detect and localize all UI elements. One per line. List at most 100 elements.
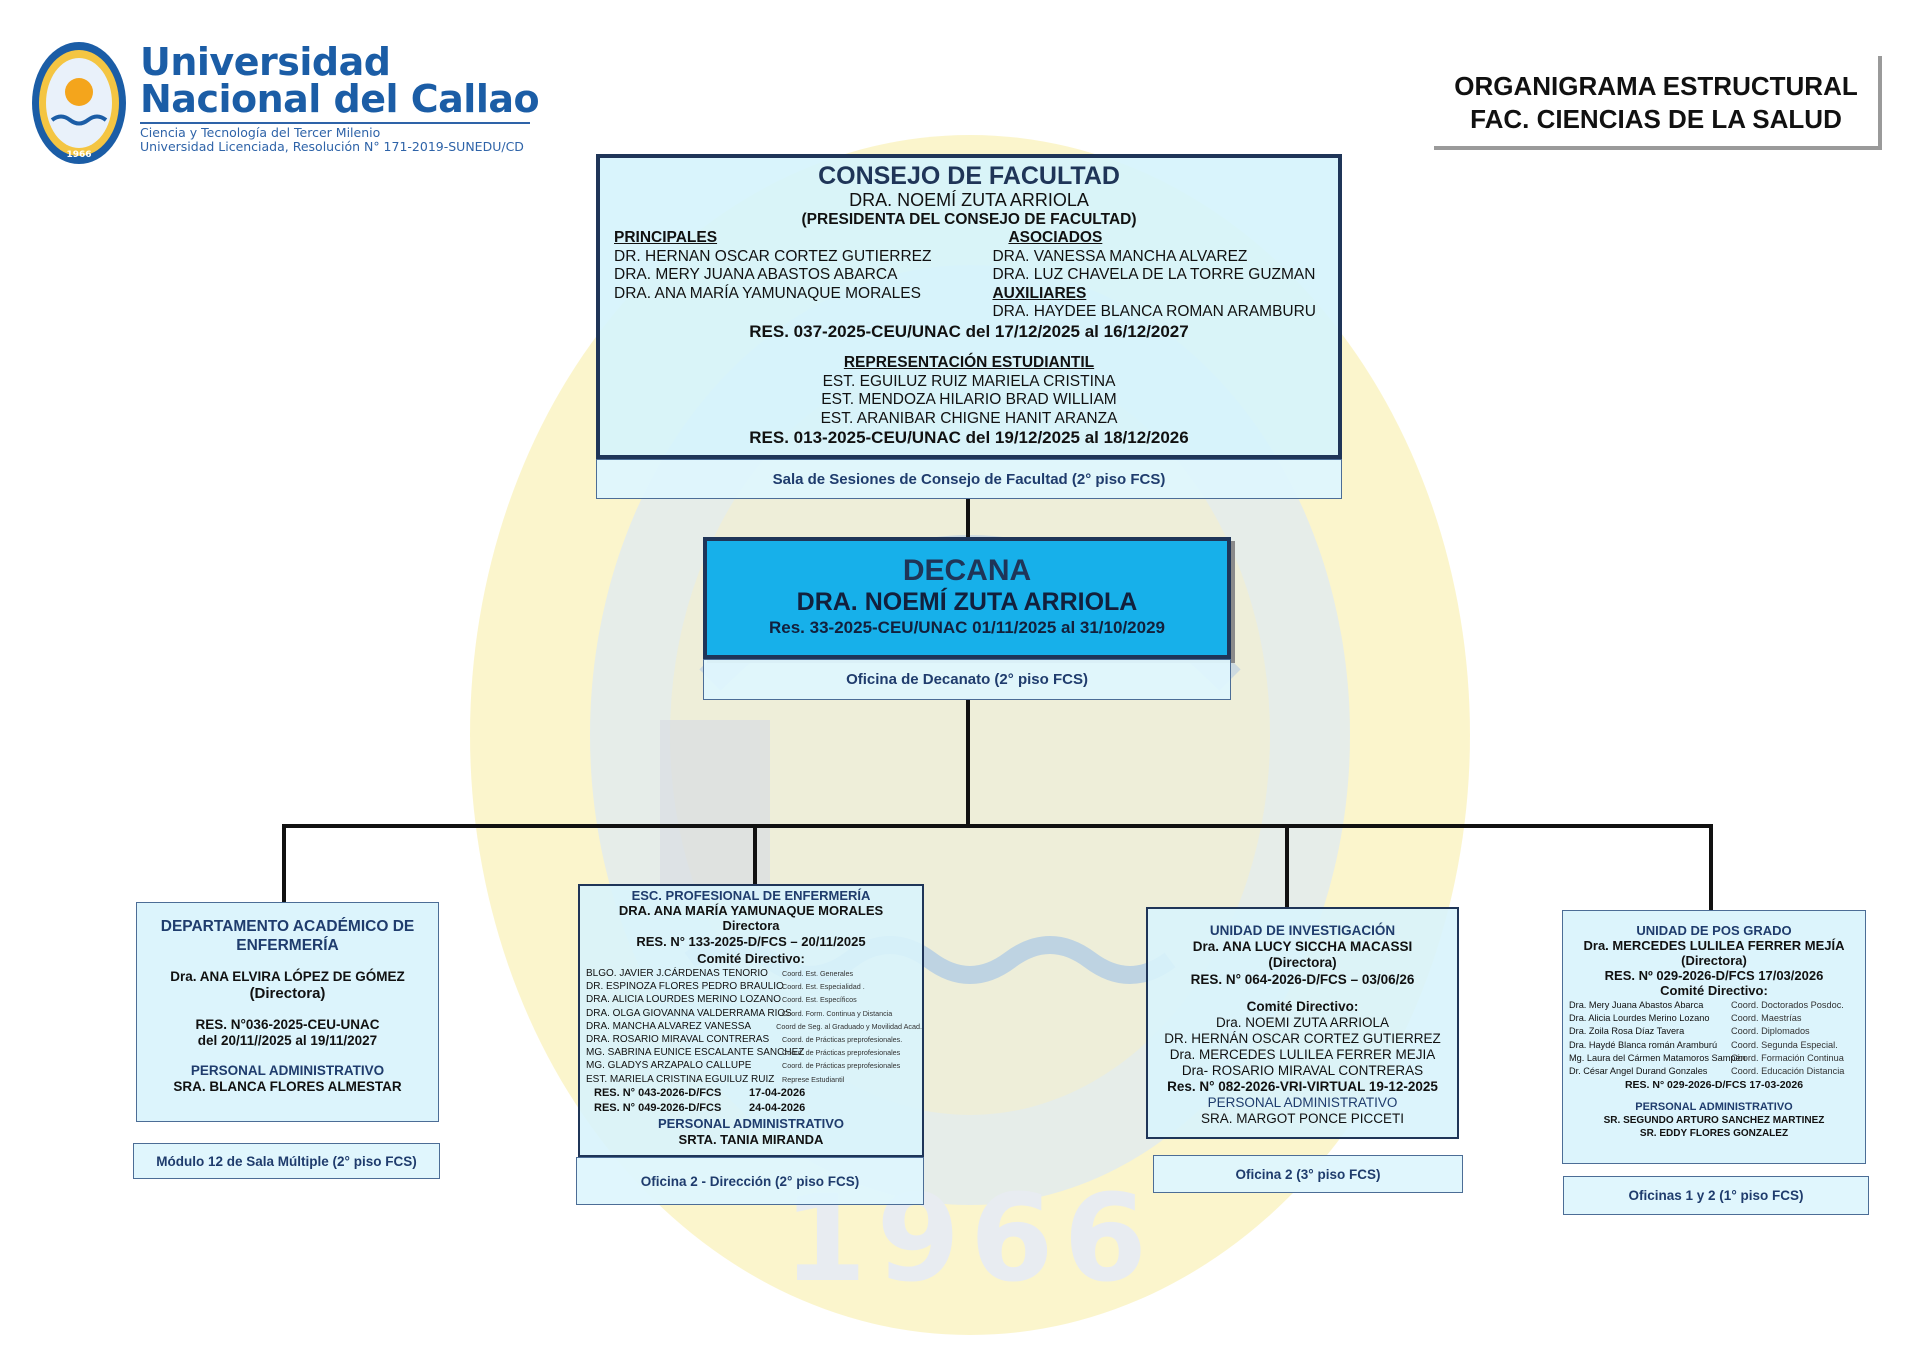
departamento-title-line2: ENFERMERÍA	[236, 937, 339, 954]
escuela-res2-code: RES. N° 049-2026-D/FCS	[594, 1101, 722, 1114]
investigacion-resolution: RES. N° 064-2026-D/FCS – 03/06/26	[1190, 972, 1415, 987]
committee-member-name: MG. GLADYS ARZAPALO CALLUPE	[586, 1060, 752, 1072]
committee-member-role: Coord. Est. Generales	[782, 969, 854, 978]
student-rep: EST. ARANIBAR CHIGNE HANIT ARANZA	[820, 409, 1118, 427]
page-title: ORGANIGRAMA ESTRUCTURAL FAC. CIENCIAS DE…	[1434, 56, 1882, 150]
investigacion-member: Dra- ROSARIO MIRAVAL CONTRERAS	[1181, 1063, 1424, 1078]
investigacion-director: Dra. ANA LUCY SICCHA MACASSI	[1192, 939, 1413, 954]
departamento-resolution-line2: del 20/11//2025 al 19/11/2027	[197, 1033, 378, 1048]
committee-member-role: Coord. Doctorados Posdoc.	[1731, 1000, 1844, 1010]
spacer	[137, 1003, 438, 1017]
investigacion-location: Oficina 2 (3° piso FCS)	[1153, 1155, 1463, 1193]
escuela-res1-date: 17-04-2026	[749, 1086, 806, 1099]
committee-row: DRA. MANCHA ALVAREZ VANESSA Coord de Seg.…	[586, 1020, 922, 1033]
posgrado-admin-label: PERSONAL ADMINISTRATIVO	[1635, 1101, 1793, 1114]
council-box: CONSEJO DE FACULTAD DRA. NOEMÍ ZUTA ARRI…	[596, 154, 1342, 459]
logo-divider	[140, 122, 530, 124]
committee-member-name: DRA. OLGA GIOVANNA VALDERRAMA RIOS	[586, 1007, 792, 1019]
committee-member-role: Coord. Maestrías	[1731, 1013, 1802, 1024]
svg-text:1966: 1966	[66, 150, 91, 160]
council-title: CONSEJO DE FACULTAD	[818, 162, 1120, 190]
university-subtitle-line1: Ciencia y Tecnología del Tercer Milenio	[140, 125, 381, 140]
departamento-title-line1: DEPARTAMENTO ACADÉMICO DE	[160, 918, 415, 935]
decana-name: DRA. NOEMÍ ZUTA ARRIOLA	[796, 588, 1138, 616]
page-title-line2: FAC. CIENCIAS DE LA SALUD	[1470, 104, 1842, 134]
spacer	[614, 342, 1324, 354]
escuela-committee-label: Comité Directivo:	[697, 951, 805, 966]
page-title-line1: ORGANIGRAMA ESTRUCTURAL	[1454, 71, 1858, 101]
escuela-res1-code: RES. N° 043-2026-D/FCS	[594, 1086, 722, 1099]
escuela-box: ESC. PROFESIONAL DE ENFERMERÍA DRA. ANA …	[578, 884, 924, 1157]
committee-member-role: Coord. Formación Continua	[1731, 1052, 1844, 1063]
committee-member-name: Dr. César Angel Durand Gonzales	[1569, 1066, 1708, 1077]
posgrado-location: Oficinas 1 y 2 (1° piso FCS)	[1563, 1176, 1869, 1215]
student-rep: EST. MENDOZA HILARIO BRAD WILLIAM	[821, 391, 1117, 409]
council-president: DRA. NOEMÍ ZUTA ARRIOLA	[849, 190, 1089, 210]
committee-member-name: DRA. ROSARIO MIRAVAL CONTRERAS	[586, 1034, 770, 1046]
escuela-resolution: RES. N° 133-2025-D/FCS – 20/11/2025	[636, 934, 866, 949]
council-resolution: RES. 037-2025-CEU/UNAC del 17/12/2025 al…	[749, 321, 1189, 341]
university-seal-icon: 1966	[32, 42, 126, 164]
posgrado-resolution: RES. Nº 029-2026-D/FCS 17/03/2026	[1604, 968, 1824, 983]
escuela-director: DRA. ANA MARÍA YAMUNAQUE MORALES	[618, 903, 884, 918]
investigacion-director-role: (Directora)	[1268, 955, 1337, 970]
spacer	[1148, 989, 1457, 999]
escuela-res2-date: 24-04-2026	[749, 1101, 806, 1114]
committee-member-role: Coord. Est. Especialidad .	[782, 982, 865, 992]
committee-member-name: EST. MARIELA CRISTINA EGUILUZ RUIZ	[586, 1073, 775, 1085]
committee-member-role: Coord. Est. Específicos	[782, 995, 857, 1005]
committee-member-role: Coord. Diplomados	[1731, 1026, 1810, 1037]
committee-member-role: Represe Estudiantil	[782, 1074, 845, 1084]
departamento-resolution-line1: RES. N°036-2025-CEU-UNAC	[195, 1017, 380, 1032]
university-name-line2: Nacional del Callao	[140, 77, 540, 121]
committee-row: MG. GLADYS ARZAPALO CALLUPE Coord. de Prá…	[586, 1059, 922, 1072]
posgrado-admin: SR. EDDY FLORES GONZALEZ	[1639, 1128, 1789, 1140]
posgrado-director-role: (Directora)	[1681, 953, 1747, 968]
committee-member-name: Mg. Laura del Cármen Matamoros Sampén	[1569, 1052, 1746, 1063]
spacer	[137, 955, 438, 969]
escuela-res2: RES. N° 049-2026-D/FCS 24-04-2026	[580, 1101, 922, 1116]
investigacion-member: Dra. MERCEDES LULILEA FERRER MEJIA	[1169, 1047, 1436, 1062]
posgrado-director: Dra. MERCEDES LULILEA FERRER MEJÍA	[1583, 938, 1845, 953]
spacer	[1563, 1092, 1865, 1100]
committee-member-name: DR. ESPINOZA FLORES PEDRO BRAULIO	[586, 981, 784, 993]
university-subtitle: Ciencia y Tecnología del Tercer Milenio …	[140, 126, 524, 154]
investigacion-title: UNIDAD DE INVESTIGACIÓN	[1209, 923, 1396, 938]
committee-member-role: Coord. de Prácticas preprofesionales	[782, 1061, 901, 1071]
posgrado-committee-resolution: RES. N° 029-2026-D/FCS 17-03-2026	[1624, 1079, 1804, 1092]
committee-member-name: DRA. ALICIA LOURDES MERINO LOZANO	[586, 994, 782, 1006]
investigacion-member: DR. HERNÁN OSCAR CORTEZ GUTIERREZ	[1164, 1031, 1441, 1046]
principal-member: DRA. ANA MARÍA YAMUNAQUE MORALES	[614, 284, 921, 302]
principal-member: DRA. MERY JUANA ABASTOS ABARCA	[614, 266, 898, 284]
posgrado-admin: SR. SEGUNDO ARTURO SANCHEZ MARTINEZ	[1603, 1115, 1825, 1127]
escuela-director-role: Directora	[722, 918, 780, 933]
departamento-admin-label: PERSONAL ADMINISTRATIVO	[190, 1063, 385, 1078]
committee-row: EST. MARIELA CRISTINA EGUILUZ RUIZ Repres…	[586, 1073, 922, 1086]
posgrado-box: UNIDAD DE POS GRADO Dra. MERCEDES LULILE…	[1562, 910, 1866, 1164]
asociado-member: DRA. VANESSA MANCHA ALVAREZ	[992, 247, 1248, 265]
posgrado-title: UNIDAD DE POS GRADO	[1636, 923, 1792, 938]
asociados-label: ASOCIADOS	[1008, 229, 1103, 246]
departamento-director: Dra. ANA ELVIRA LÓPEZ DE GÓMEZ	[170, 969, 405, 984]
investigacion-admin: SRA. MARGOT PONCE PICCETI	[1200, 1111, 1405, 1126]
university-subtitle-line2: Universidad Licenciada, Resolución N° 17…	[140, 139, 524, 154]
council-asociados: ASOCIADOS DRA. VANESSA MANCHA ALVAREZ DR…	[992, 229, 1324, 322]
committee-member-role: Coord de Seg. al Graduado y Movilidad Ac…	[776, 1021, 922, 1031]
committee-member-role: Coord. Segunda Especial.	[1731, 1039, 1838, 1050]
principales-label: PRINCIPALES	[614, 229, 718, 246]
spacer	[137, 1049, 438, 1063]
committee-member-name: DRA. MANCHA ALVAREZ VANESSA	[586, 1020, 752, 1032]
